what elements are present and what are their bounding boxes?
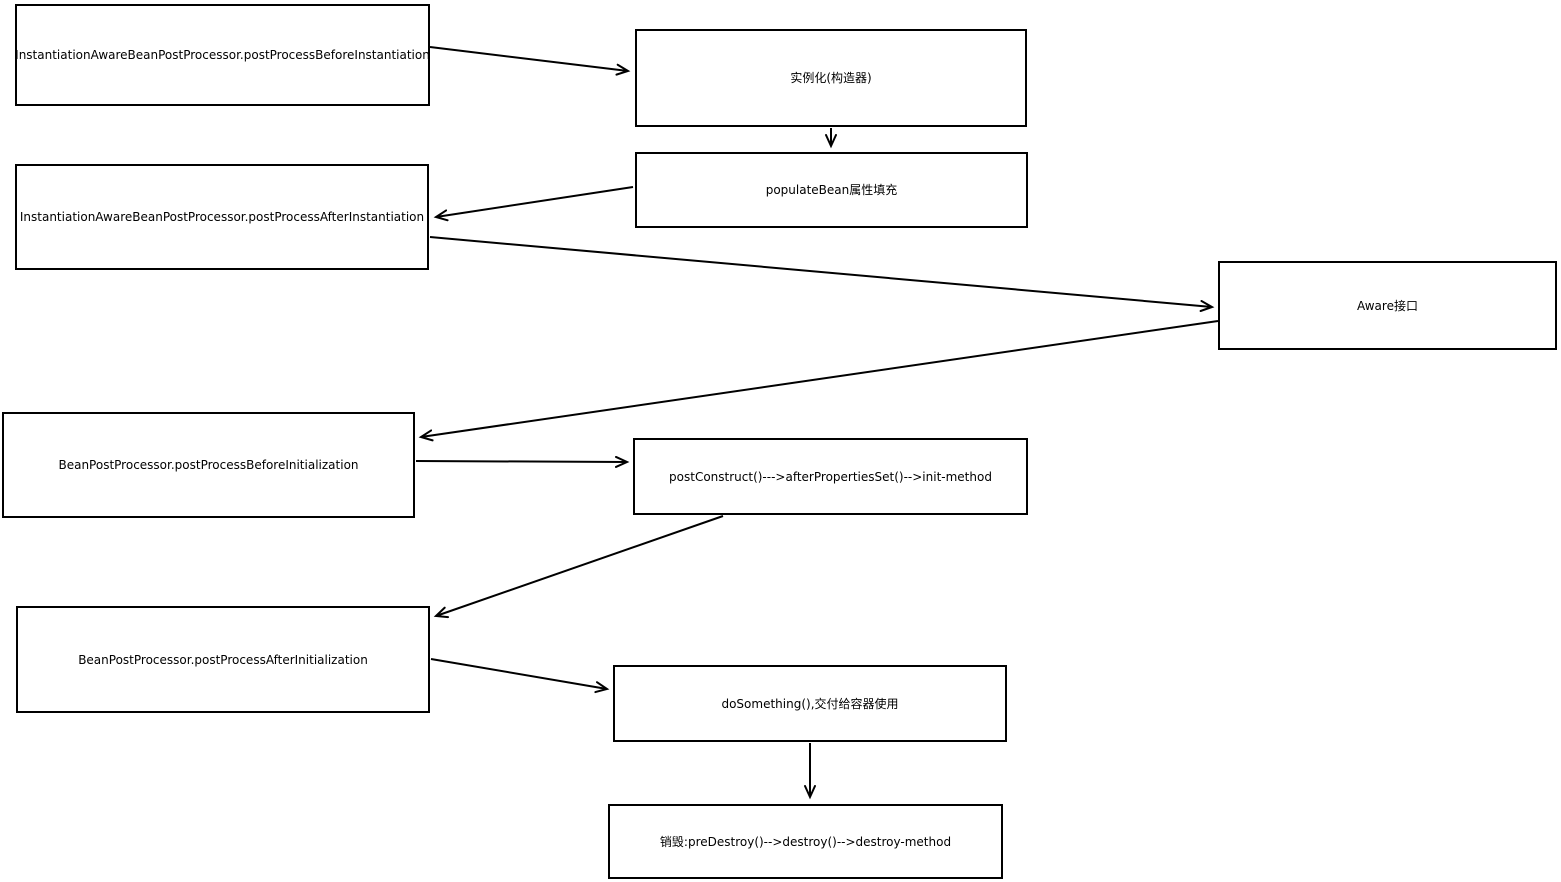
flow-node-initMethods: postConstruct()--->afterPropertiesSet()-… [633, 438, 1028, 515]
flow-node-postProcessAfterInstantiation: InstantiationAwareBeanPostProcessor.post… [15, 164, 429, 270]
flow-node-label: populateBean属性填充 [765, 183, 898, 197]
flow-node-instantiate: 实例化(构造器) [635, 29, 1027, 127]
flow-node-label: 实例化(构造器) [790, 71, 872, 85]
flow-edge-postProcessAfterInitialization--doSomething [430, 658, 610, 694]
flow-node-label: BeanPostProcessor.postProcessBeforeIniti… [58, 458, 359, 472]
flow-node-label: BeanPostProcessor.postProcessAfterInitia… [78, 652, 368, 667]
flow-node-label: doSomething(),交付给容器使用 [721, 696, 899, 711]
flow-node-postProcessBeforeInstantiation: InstantiationAwareBeanPostProcessor.post… [15, 4, 430, 106]
flow-edge-initMethods--postProcessAfterInitialization [433, 515, 724, 619]
flow-node-awareInterface: Aware接口 [1218, 261, 1557, 350]
flow-node-label: Aware接口 [1357, 298, 1418, 313]
flow-edge-postProcessBeforeInitialization--initMethods [415, 455, 630, 468]
flow-node-postProcessBeforeInitialization: BeanPostProcessor.postProcessBeforeIniti… [2, 412, 415, 518]
flow-node-label: postConstruct()--->afterPropertiesSet()-… [669, 469, 992, 484]
flow-node-label: InstantiationAwareBeanPostProcessor.post… [19, 210, 425, 224]
flow-edge-awareInterface--postProcessBeforeInitialization [418, 320, 1219, 442]
flow-edge-postProcessBeforeInstantiation--instantiate [429, 46, 631, 76]
flow-node-postProcessAfterInitialization: BeanPostProcessor.postProcessAfterInitia… [16, 606, 430, 713]
flow-edge-postProcessAfterInstantiation--awareInterface [429, 236, 1215, 312]
flow-node-label: InstantiationAwareBeanPostProcessor.post… [15, 48, 430, 62]
flow-node-populateBean: populateBean属性填充 [635, 152, 1028, 228]
flow-node-label: 销毁:preDestroy()-->destroy()-->destroy-me… [659, 834, 952, 849]
flow-edge-populateBean--postProcessAfterInstantiation [433, 186, 634, 222]
flow-node-doSomething: doSomething(),交付给容器使用 [613, 665, 1007, 742]
flow-node-destroy: 销毁:preDestroy()-->destroy()-->destroy-me… [608, 804, 1003, 879]
